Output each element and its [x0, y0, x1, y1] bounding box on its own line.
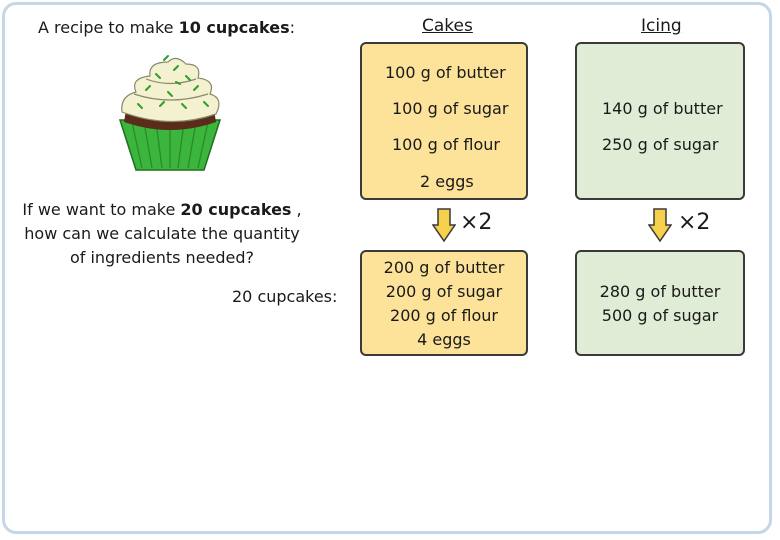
sprinkles [137, 55, 209, 109]
cakes-result-item: 4 eggs [417, 330, 471, 349]
icing-ingredient: 140 g of butter [602, 99, 723, 118]
cakes-result-list: 200 g of butter 200 g of sugar 200 g of … [360, 256, 528, 352]
recipe-title: A recipe to make 10 cupcakes: [38, 18, 296, 37]
cakes-ingredient: 100 g of butter [385, 63, 506, 82]
icing-result-item: 280 g of butter [599, 282, 721, 301]
icing-down-arrow-icon [648, 208, 672, 242]
cakes-result-box [360, 250, 528, 356]
cakes-multiplier: ×2 [460, 210, 493, 235]
icing-ingredient: 250 g of sugar [602, 135, 719, 154]
cakes-result-item: 200 g of flour [390, 306, 498, 325]
cupcake-frosting [121, 57, 220, 123]
cakes-ingredient: 100 g of flour [392, 135, 500, 154]
cupcake-illustration [118, 55, 222, 171]
target-label: 20 cupcakes: [232, 287, 338, 306]
icing-multiplier: ×2 [678, 210, 711, 235]
cakes-ingredient: 100 g of sugar [392, 99, 509, 118]
cakes-ingredient: 2 eggs [420, 172, 474, 191]
slide-frame [2, 2, 772, 534]
icing-result-list: 280 g of butter 500 g of sugar [575, 280, 745, 328]
icing-result-item: 500 g of sugar [601, 306, 719, 325]
icing-ingredients-box [575, 42, 745, 200]
cakes-result-item: 200 g of butter [383, 258, 505, 277]
cakes-result-item: 200 g of sugar [385, 282, 503, 301]
icing-header: Icing [641, 16, 682, 36]
cakes-ingredients-box [360, 42, 528, 200]
icing-result-box [575, 250, 745, 356]
question-text: If we want to make 20 cupcakes , how can… [22, 200, 302, 267]
cakes-header: Cakes [422, 16, 473, 36]
cakes-down-arrow-icon [432, 208, 456, 242]
